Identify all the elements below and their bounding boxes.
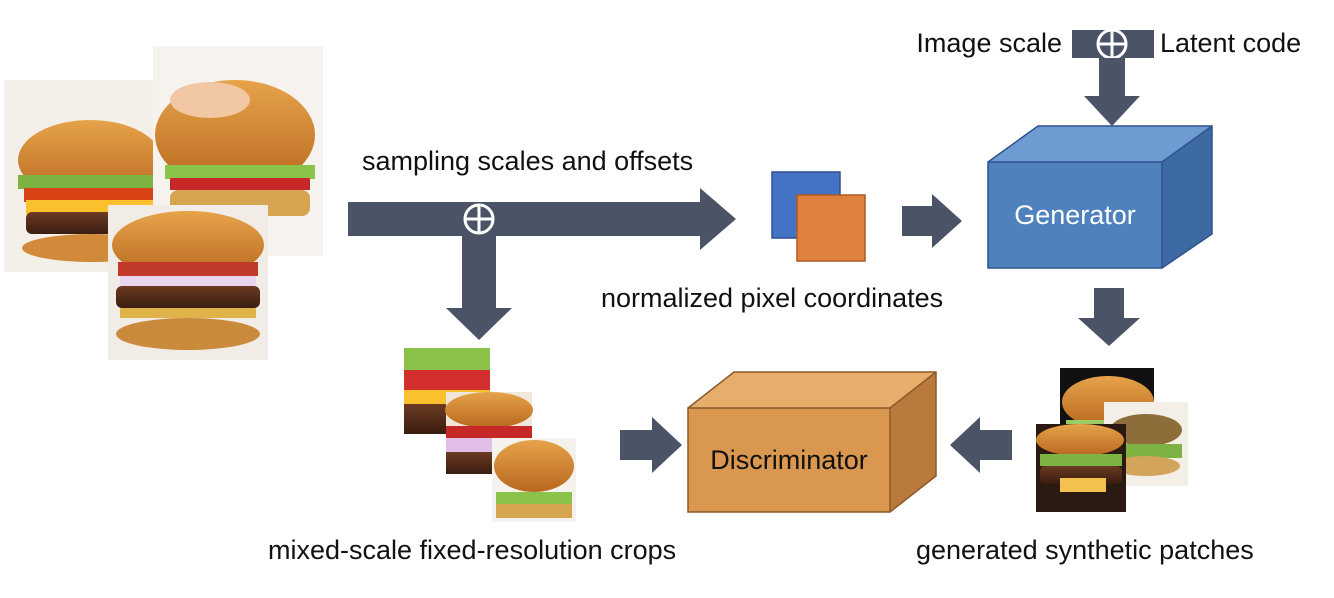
sampling-arrow <box>348 188 736 340</box>
latent-code-label: Latent code <box>1160 28 1301 58</box>
plus-circle-icon <box>463 203 495 235</box>
image-scale-label: Image scale <box>916 28 1062 58</box>
patches-to-discriminator-arrow <box>950 417 1012 473</box>
generator-box <box>987 125 1213 269</box>
crops-label: mixed-scale fixed-resolution crops <box>268 535 676 565</box>
source-burger-photos <box>4 46 323 360</box>
burger-photo-front <box>108 205 268 360</box>
generator-label: Generator <box>1014 200 1136 230</box>
crop-photo <box>492 438 576 522</box>
synthetic-patches-label: generated synthetic patches <box>916 535 1254 565</box>
coordinate-squares <box>771 171 866 262</box>
discriminator-box <box>687 371 937 513</box>
generator-to-patches-arrow <box>1078 288 1140 346</box>
latent-to-generator-arrow <box>1084 58 1140 126</box>
crops-to-discriminator-arrow <box>620 417 682 473</box>
normalized-coords-label: normalized pixel coordinates <box>601 283 943 313</box>
plus-circle-icon <box>1096 28 1128 60</box>
patch-photo <box>1036 424 1126 512</box>
mixed-scale-crops <box>404 348 576 522</box>
sampling-label: sampling scales and offsets <box>362 146 693 176</box>
coords-to-generator-arrow <box>902 194 962 248</box>
synthetic-patches <box>1036 368 1188 512</box>
discriminator-label: Discriminator <box>710 445 868 475</box>
